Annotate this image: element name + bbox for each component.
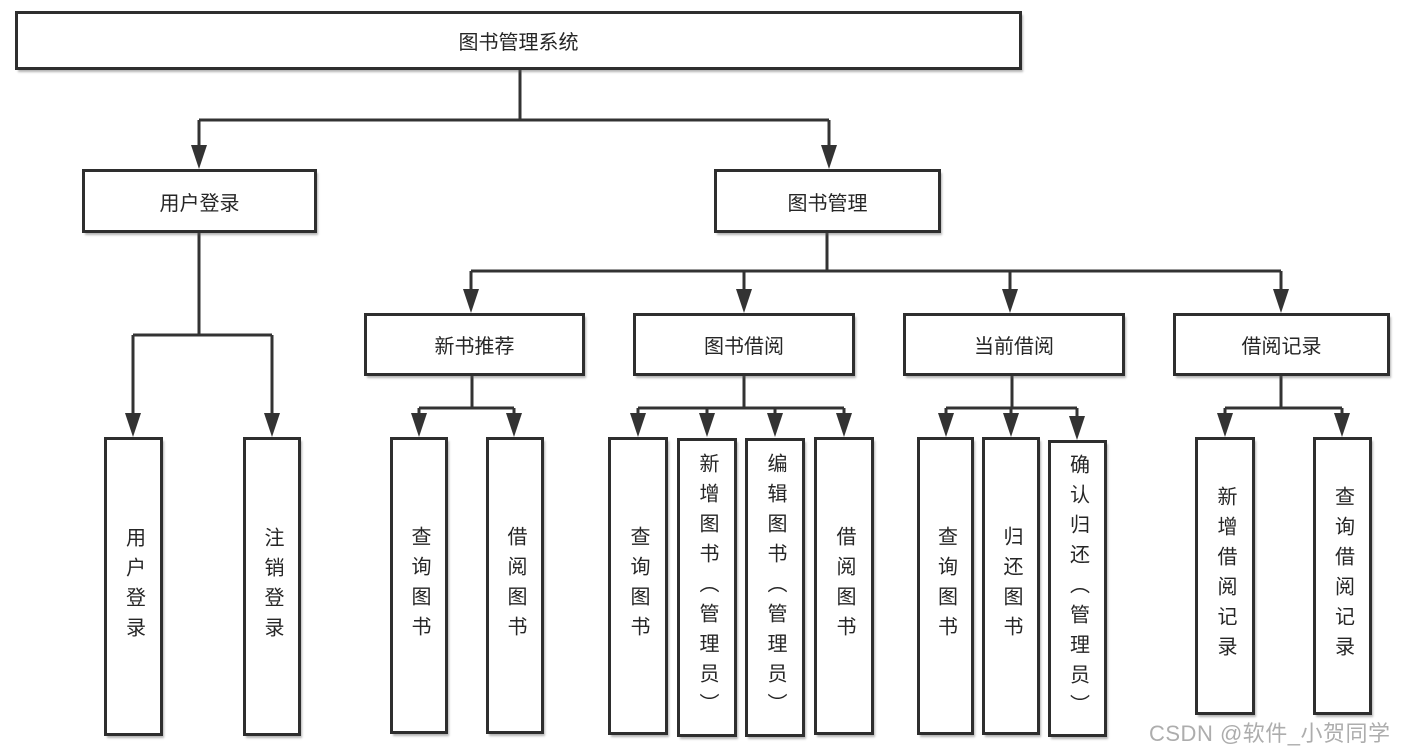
node-borrow-records: 借阅记录 xyxy=(1173,313,1390,376)
node-label: 用户登录 xyxy=(122,526,145,647)
node-leaf-add-books-admin: 新增图书（管理员） xyxy=(677,438,737,737)
node-label: 图书管理系统 xyxy=(458,32,579,54)
node-leaf-confirm-return-admin: 确认归还（管理员） xyxy=(1048,440,1107,737)
node-label: 查询图书 xyxy=(934,526,957,646)
node-leaf-return-books: 归还图书 xyxy=(982,437,1040,735)
node-current-borrowing: 当前借阅 xyxy=(903,313,1125,376)
node-leaf-borrow-books: 借阅图书 xyxy=(814,437,874,735)
node-leaf-query-books-recommend: 查询图书 xyxy=(390,437,448,734)
node-label: 图书借阅 xyxy=(704,336,784,358)
node-leaf-query-books-borrow: 查询图书 xyxy=(608,437,668,735)
node-label: 借阅记录 xyxy=(1241,336,1322,358)
tree-edges xyxy=(131,70,1344,419)
node-label: 当前借阅 xyxy=(974,336,1054,358)
node-new-book-recommend: 新书推荐 xyxy=(364,313,585,376)
node-user-login: 用户登录 xyxy=(82,169,317,233)
node-leaf-query-books-current: 查询图书 xyxy=(917,437,974,735)
node-leaf-edit-books-admin: 编辑图书（管理员） xyxy=(745,438,805,737)
node-label: 新增借阅记录 xyxy=(1214,486,1236,666)
node-leaf-borrow-books-recommend: 借阅图书 xyxy=(486,437,544,734)
node-label: 注销登录 xyxy=(261,526,283,647)
node-label: 新增图书（管理员） xyxy=(696,452,718,723)
node-label: 借阅图书 xyxy=(833,526,855,646)
node-label: 用户登录 xyxy=(159,192,240,215)
node-label: 图书管理 xyxy=(787,192,868,215)
node-leaf-add-borrow-record: 新增借阅记录 xyxy=(1195,437,1255,715)
node-book-management: 图书管理 xyxy=(714,169,941,233)
node-label: 确认归还（管理员） xyxy=(1066,453,1089,724)
node-label: 查询图书 xyxy=(408,525,430,646)
node-label: 编辑图书（管理员） xyxy=(764,452,786,723)
node-label: 查询借阅记录 xyxy=(1331,486,1354,666)
node-library-system: 图书管理系统 xyxy=(15,11,1022,70)
node-label: 归还图书 xyxy=(1000,526,1022,646)
node-leaf-user-login: 用户登录 xyxy=(104,437,163,736)
node-label: 新书推荐 xyxy=(434,336,515,358)
node-book-borrowing: 图书借阅 xyxy=(633,313,855,376)
node-label: 查询图书 xyxy=(627,526,649,646)
node-leaf-logout: 注销登录 xyxy=(243,437,301,736)
node-leaf-query-borrow-record: 查询借阅记录 xyxy=(1313,437,1372,715)
arrowhead-icons xyxy=(125,145,1350,440)
node-label: 借阅图书 xyxy=(504,525,526,646)
csdn-watermark: CSDN @软件_小贺同学 xyxy=(1149,721,1391,746)
